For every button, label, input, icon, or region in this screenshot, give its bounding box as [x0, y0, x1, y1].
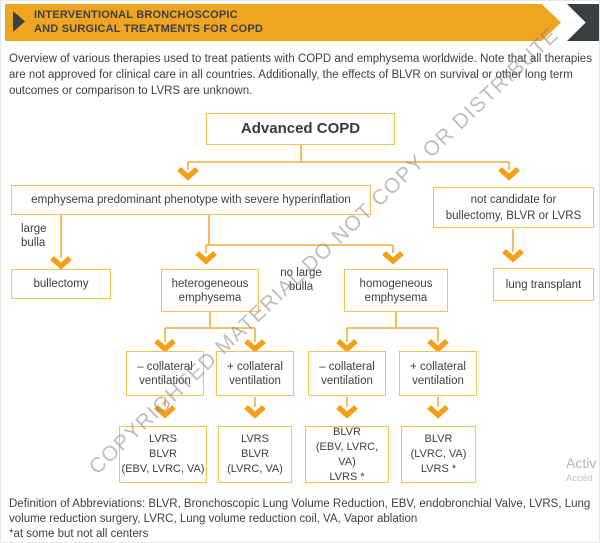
node-result-blvr-ebv-lvrs: BLVR (EBV, LVRC, VA) LVRS * — [305, 426, 389, 483]
node-advanced-copd: Advanced COPD — [206, 113, 395, 145]
node-emphysema-phenotype: emphysema predominant phenotype with sev… — [11, 185, 371, 215]
node-result-lvrs-blvr: LVRS BLVR (LVRC, VA) — [218, 426, 292, 483]
node-plus-collateral-ventilation-1: + collateral ventilation — [216, 351, 294, 396]
node-result-blvr-lvrs: BLVR (LVRC, VA) LVRS * — [401, 426, 476, 483]
node-bullectomy: bullectomy — [11, 269, 111, 299]
banner-background — [5, 4, 561, 41]
node-plus-collateral-ventilation-2: + collateral ventilation — [399, 351, 477, 396]
node-heterogeneous-emphysema: heterogeneous emphysema — [161, 269, 259, 312]
activate-windows-text: Activ — [566, 455, 597, 471]
abbreviations-text: Definition of Abbreviations: BLVR, Bronc… — [9, 498, 591, 525]
node-lung-transplant: lung transplant — [493, 268, 594, 301]
footnote-text: *at some but not all centers — [9, 528, 149, 540]
node-minus-collateral-ventilation-2: – collateral ventilation — [308, 351, 386, 396]
connector-lines — [60, 145, 514, 407]
intro-paragraph: Overview of various therapies used to tr… — [9, 53, 592, 97]
node-homogeneous-emphysema: homogeneous emphysema — [344, 269, 448, 312]
edge-label-no-large-bulla: no large bulla — [280, 267, 322, 293]
page-title: INTERVENTIONAL BRONCHOSCOPIC AND SURGICA… — [34, 8, 263, 36]
node-minus-collateral-ventilation-1: – collateral ventilation — [126, 351, 204, 396]
node-result-lvrs-blvr-ebv: LVRS BLVR (EBV, LVRC, VA) — [119, 426, 207, 483]
activate-windows-subtext: Accéd — [566, 473, 593, 484]
page-title-line2: AND SURGICAL TREATMENTS FOR COPD — [34, 23, 264, 35]
arrow-down-icons — [50, 166, 524, 419]
node-not-candidate: not candidate for bullectomy, BLVR or LV… — [433, 187, 594, 228]
edge-label-large-bulla: large bulla — [21, 223, 47, 249]
page-title-line1: INTERVENTIONAL BRONCHOSCOPIC — [34, 9, 238, 21]
